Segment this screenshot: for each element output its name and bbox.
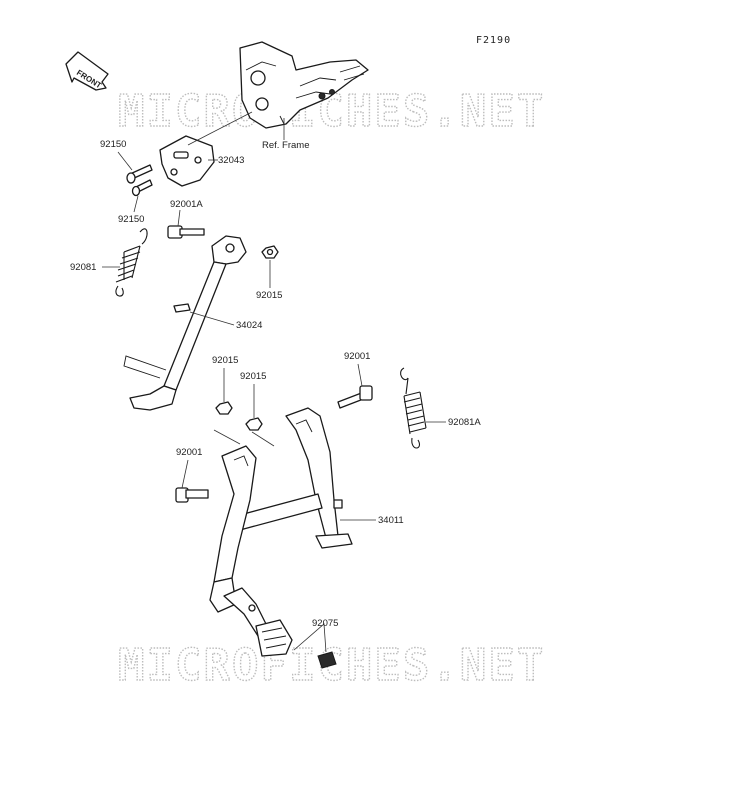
diagram-code: F2190 [476,35,511,46]
ref-frame-label: Ref. Frame [262,140,310,151]
part-label-92075: 92075 [312,618,338,629]
bolt-92001-right [337,385,373,409]
nut-92015-upper [261,245,279,259]
ref-frame [239,41,369,129]
spring-92081 [115,228,148,297]
part-label-92081: 92081 [70,262,96,273]
part-label-92001A: 92001A [170,199,203,210]
bolt-92150-upper [126,164,153,184]
part-label-92150-lower: 92150 [118,214,144,225]
part-label-32043: 32043 [218,155,244,166]
bolt-92001A [167,225,205,239]
bolt-92001-left [175,487,209,503]
spring-92081A [400,367,427,449]
bracket-32043 [159,135,215,187]
part-labels: 92150 32043 92150 92001A 92081 92015 340… [70,139,481,629]
part-label-92001-left: 92001 [176,447,202,458]
main-stand-34011 [209,407,353,657]
part-label-92015-mid-left: 92015 [212,355,238,366]
part-label-92015-upper: 92015 [256,290,282,301]
front-arrow-icon: FRONT [65,51,109,91]
part-label-92081A: 92081A [448,417,481,428]
part-label-34024: 34024 [236,320,262,331]
nut-92015-mid-right [245,417,263,431]
part-label-92001-right: 92001 [344,351,370,362]
part-label-92150-upper: 92150 [100,139,126,150]
nut-92015-mid-left [215,401,233,415]
side-stand-34024 [123,235,247,411]
part-label-92015-mid-right: 92015 [240,371,266,382]
rubber-92075 [317,651,337,669]
part-label-34011: 34011 [378,515,404,526]
bolt-92150-lower [131,179,153,197]
